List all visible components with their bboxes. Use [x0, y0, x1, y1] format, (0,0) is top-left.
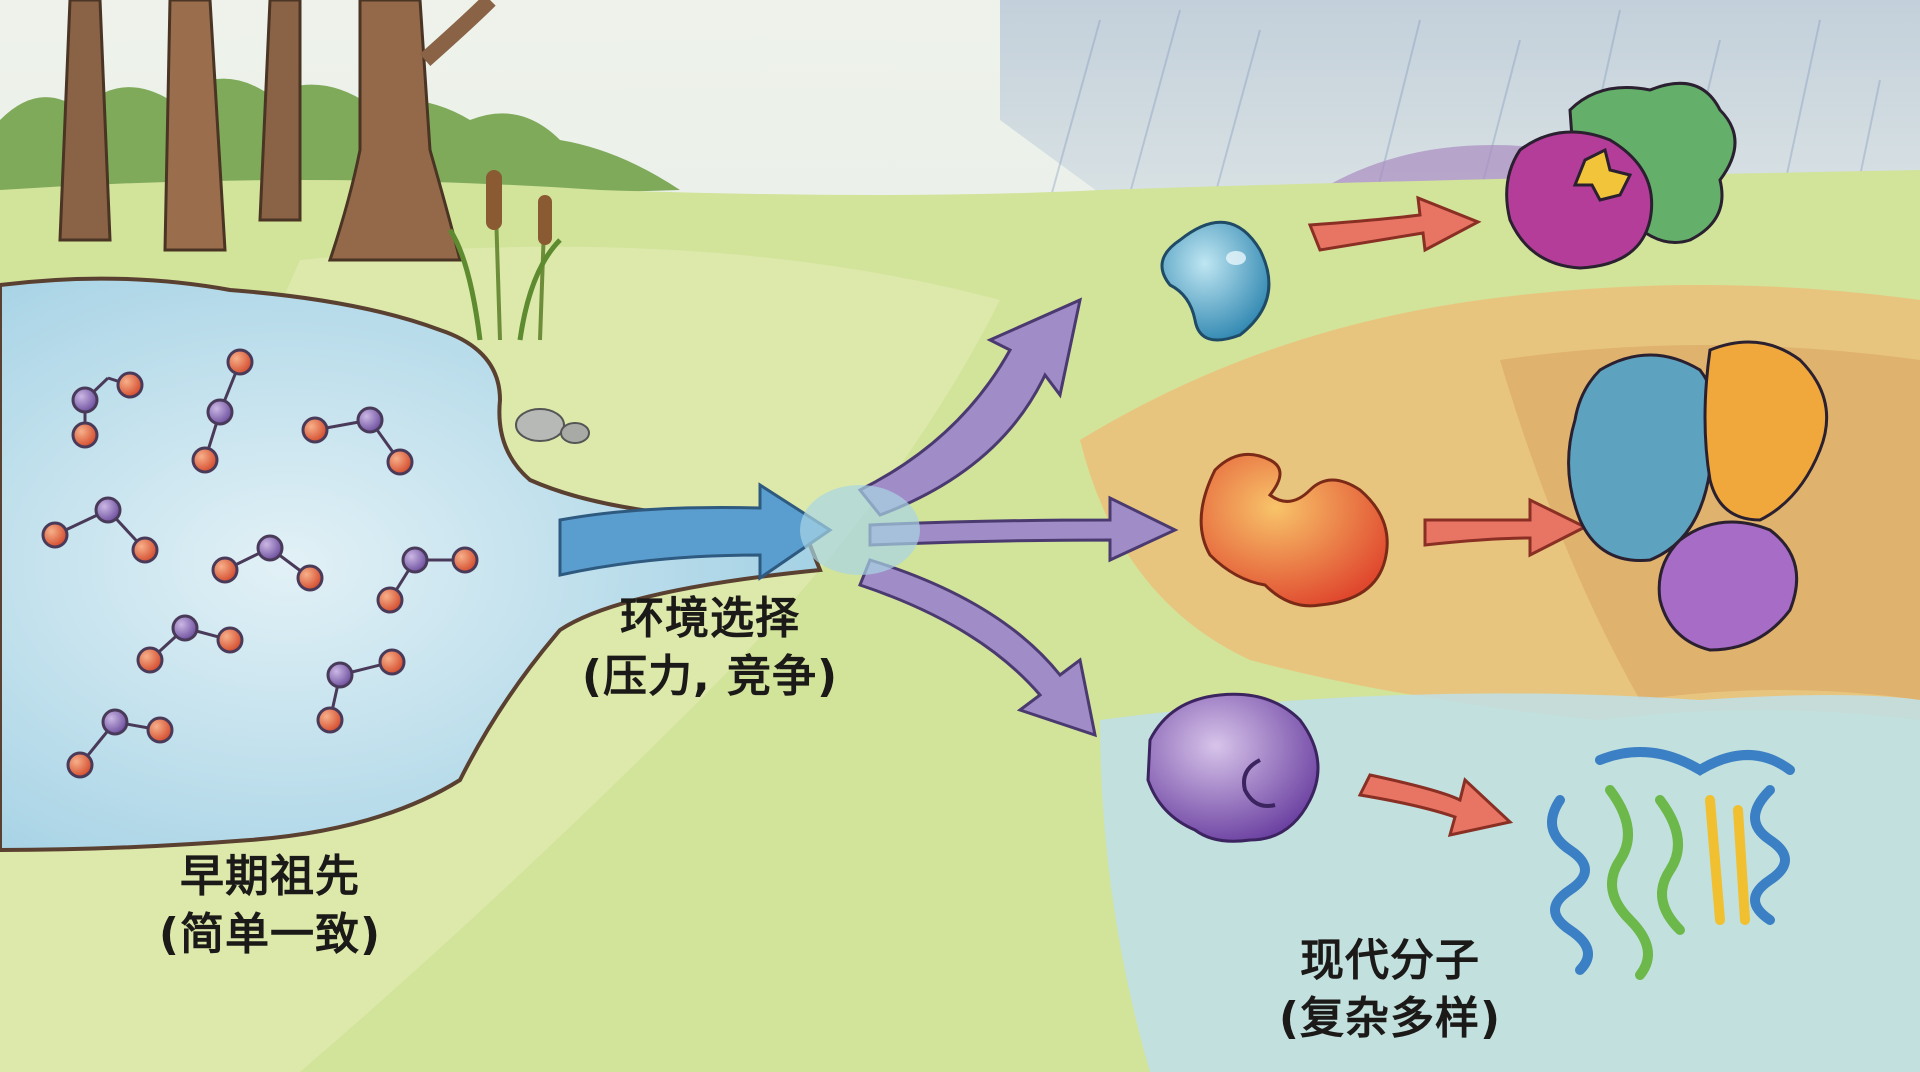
- evolution-arrows: [1307, 195, 1589, 837]
- pond-rocks: [515, 408, 590, 444]
- ancestor-label-subtitle: (简单一致): [158, 909, 382, 960]
- dimer-molecule: [41, 496, 159, 564]
- dimer-molecule: [211, 534, 324, 592]
- selection-label-subtitle: (压力, 竞争): [581, 651, 839, 702]
- modern-label-title: 现代分子: [1300, 935, 1480, 986]
- cattails: [447, 170, 562, 341]
- complex-protein-top: [1505, 81, 1737, 270]
- selection-arrow-blue: [558, 482, 833, 581]
- complex-protein-middle: [1567, 340, 1829, 652]
- branch-arrows: [857, 297, 1179, 738]
- dimer-molecule: [71, 371, 144, 449]
- pocket: [1242, 758, 1276, 808]
- selection-label-title: 环境选择: [620, 593, 800, 644]
- blue-bean-molecule: [1160, 220, 1271, 342]
- branch-glow: [800, 485, 920, 575]
- ancestor-label-title: 早期祖先: [180, 851, 360, 902]
- selection-label: 环境选择 (压力, 竞争): [560, 590, 860, 706]
- ribbon-protein: [1547, 747, 1795, 980]
- orange-molecule: [1199, 452, 1389, 608]
- ancestor-label: 早期祖先 (简单一致): [140, 848, 400, 964]
- dimer-molecule: [316, 648, 406, 734]
- modern-label: 现代分子 (复杂多样): [1240, 932, 1540, 1048]
- purple-molecule: [1146, 692, 1320, 843]
- dimer-molecule: [191, 348, 254, 474]
- modern-label-subtitle: (复杂多样): [1278, 993, 1502, 1044]
- dimer-molecule: [136, 614, 244, 674]
- dimer-molecule: [376, 546, 479, 614]
- dimer-molecule: [301, 406, 414, 476]
- ancestor-molecules: [41, 348, 479, 779]
- highlight: [1226, 251, 1246, 265]
- dimer-molecule: [66, 708, 174, 779]
- tree-trunks: [58, 0, 496, 262]
